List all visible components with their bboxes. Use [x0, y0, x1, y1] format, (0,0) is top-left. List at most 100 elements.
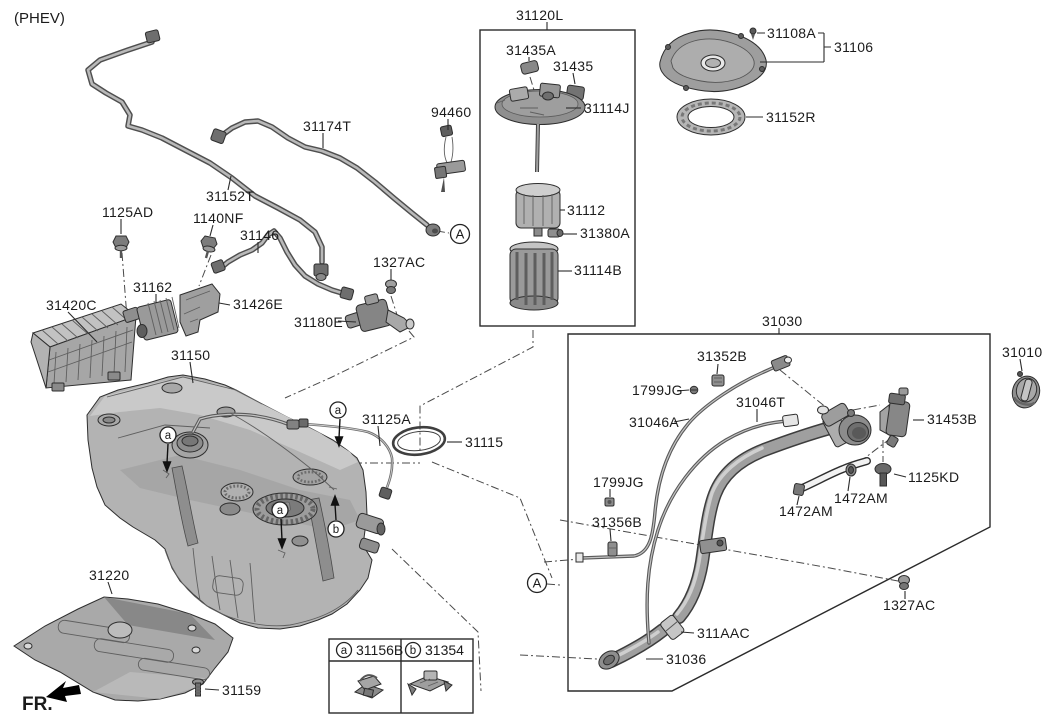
bolt-1140NF: [200, 235, 218, 259]
marker-A-top: [449, 223, 471, 245]
pump-module-box: [479, 29, 636, 327]
callout-31114B: 31114B: [574, 262, 622, 278]
leader-lines: [67, 22, 1023, 691]
callout-1327AC-bottom: 1327AC: [883, 597, 935, 613]
marker-a-1: [159, 426, 177, 444]
callout-31152R: 31152R: [766, 109, 816, 125]
marker-A-bottom: [526, 572, 548, 594]
marker-a-2-letter: a: [335, 405, 342, 417]
marker-a-2: [329, 401, 347, 419]
vapor-tube-31152T: [85, 29, 329, 281]
clip-31354-icon: [407, 670, 453, 697]
fr-direction-arrow: [46, 681, 81, 702]
marker-A-bottom-letter: A: [533, 576, 542, 591]
callout-31046T: 31046T: [736, 394, 785, 410]
callout-1327AC-top: 1327AC: [373, 254, 425, 270]
marker-b-1-letter: b: [333, 524, 339, 536]
legend-table: a 31156B b 31354: [328, 638, 474, 714]
canister-31420C: [30, 303, 141, 392]
callout-31125A: 31125A: [362, 411, 411, 427]
callout-31112: 31112: [567, 202, 605, 218]
marker-a-1-letter: a: [165, 430, 172, 442]
screw-31108A: [749, 27, 757, 40]
tank-strap-right: [307, 497, 335, 582]
bolt-1125AD: [112, 235, 130, 258]
callout-31162: 31162: [133, 279, 172, 295]
skid-plate-31220: [13, 596, 234, 702]
tank-sender-dial: [220, 482, 254, 502]
pump-plate-31114J: [494, 60, 586, 173]
variant-label: (PHEV): [14, 10, 65, 27]
callout-31115: 31115: [465, 434, 503, 450]
clip-1327AC-top: [385, 279, 397, 294]
clip-1327AC-bottom: [898, 575, 910, 590]
box-label-31030: 31030: [762, 313, 802, 329]
fuel-tank-31150: [86, 374, 386, 630]
callout-31114J: 31114J: [584, 100, 630, 116]
callout-31453B: 31453B: [927, 411, 977, 427]
valve-31180E: [344, 293, 415, 333]
callout-1125KD: 1125KD: [908, 469, 959, 485]
callout-31146: 31146: [240, 227, 279, 243]
legend-code-31156B: 31156B: [356, 642, 403, 658]
box-label-31120L: 31120L: [516, 7, 563, 23]
legend-symbol-b: [404, 641, 422, 659]
callout-31150: 31150: [171, 347, 210, 363]
clamp-1472AM-right: [845, 463, 857, 477]
callout-31435: 31435: [553, 58, 593, 74]
fuel-filter-31112: [515, 183, 561, 237]
tank-outlet-stubs: [355, 512, 386, 554]
callout-31010: 31010: [1002, 344, 1042, 360]
bolt-31159: [192, 678, 204, 697]
gasket-31115: [391, 425, 447, 457]
fuel-cap-31010: [1011, 371, 1041, 409]
callout-31220: 31220: [89, 567, 129, 583]
filler-head: [817, 402, 872, 448]
reservoir-cup-31114B: [509, 241, 559, 311]
canister-tube-31146: [210, 228, 355, 301]
filler-pipe-31036: [598, 421, 837, 670]
clip-31356B: [607, 541, 618, 557]
bolt-1125KD: [874, 463, 892, 487]
fr-label: FR.: [22, 694, 53, 715]
callout-31174T: 31174T: [303, 118, 351, 134]
callout-1799JG-upper: 1799JG: [632, 382, 683, 398]
callout-31152T: 31152T: [206, 188, 254, 204]
bracket-31426E: [179, 283, 221, 337]
lock-ring-31152R: [676, 98, 746, 136]
callout-31420C: 31420C: [46, 297, 97, 313]
sleeve-311AAC: [660, 614, 685, 640]
callout-1472AM-right: 1472AM: [834, 490, 888, 506]
clip-31156B-icon: [353, 674, 385, 699]
callout-1799JG-lower: 1799JG: [593, 474, 644, 490]
callout-31180E: 31180E: [294, 314, 343, 330]
callout-31046A: 31046A: [629, 414, 679, 430]
marker-b-1: [327, 520, 345, 538]
callout-31380A: 31380A: [580, 225, 630, 241]
callout-31106: 31106: [834, 39, 873, 55]
tank-pump-cap: [171, 431, 209, 459]
legend-symbol-a-letter: a: [341, 645, 348, 657]
callout-labels: (PHEV) 31174T 94460 31152T 1125AD 1140NF…: [14, 7, 1042, 715]
filler-assembly-box: [567, 333, 991, 692]
callout-31435A: 31435A: [506, 42, 556, 58]
valve-31453B: [879, 387, 911, 448]
marker-A-top-letter: A: [456, 227, 465, 242]
callout-1472AM-left: 1472AM: [779, 503, 833, 519]
vent-pipe-31046A: [575, 355, 792, 563]
vent-pipe-31046T: [645, 413, 799, 645]
sensor-94460: [434, 124, 466, 192]
tank-top-tubes: [191, 412, 335, 491]
tank-cover-31106: [659, 29, 767, 92]
marker-a-3-letter: a: [277, 505, 284, 517]
clip-31352B: [711, 374, 725, 387]
callout-31159: 31159: [222, 682, 261, 698]
clip-1472AM-left: [792, 483, 805, 496]
breather-hose: [796, 457, 871, 493]
callout-31352B: 31352B: [697, 348, 747, 364]
callout-31108A: 31108A: [767, 25, 816, 41]
callout-94460: 94460: [431, 104, 471, 120]
screw-1799JG-upper: [689, 385, 699, 395]
